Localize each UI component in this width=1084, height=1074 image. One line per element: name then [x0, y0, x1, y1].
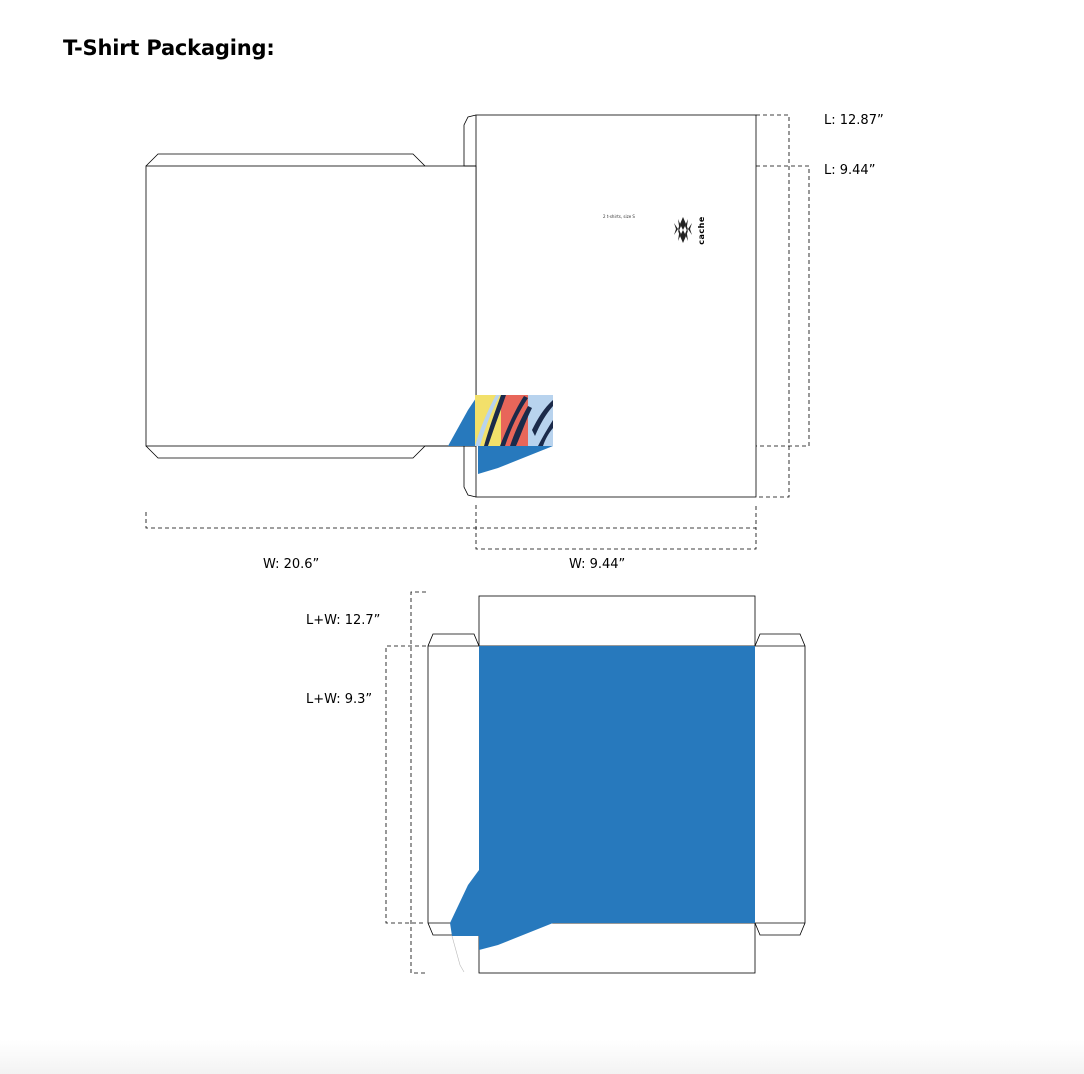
dim-lw-inner: L+W: 9.3” — [306, 692, 373, 707]
bottom-flap — [145, 445, 426, 459]
back-panel — [145, 165, 477, 447]
blue-corner-bottom — [478, 446, 553, 474]
top-panel — [478, 595, 756, 647]
brand-word: cache — [696, 216, 706, 245]
bottom-tuck-tab — [463, 445, 477, 498]
page-title: T-Shirt Packaging: — [63, 36, 275, 60]
dim-width-front: W: 9.44” — [569, 557, 626, 572]
dieline-diagram — [145, 114, 810, 974]
pattern-swatch — [475, 395, 553, 446]
base-blue-panel — [479, 646, 755, 923]
base-blue-corner-bottom — [479, 923, 553, 950]
base-blue-corner-left — [450, 870, 479, 936]
dim-length-outer: L: 12.87” — [824, 113, 884, 128]
top-flap — [145, 153, 426, 167]
bottom-dieline — [427, 595, 806, 974]
bottom-dimension-lines — [385, 591, 426, 974]
top-dimension-lines — [145, 114, 810, 550]
dim-length-inner: L: 9.44” — [824, 163, 876, 178]
page-footer-shade — [0, 1040, 1084, 1074]
right-side-flap — [754, 633, 806, 936]
top-dieline — [145, 114, 757, 498]
panel-small-text: 2 t-shirts, size S — [603, 214, 635, 219]
blue-corner-left — [448, 398, 476, 446]
dim-lw-outer: L+W: 12.7” — [306, 613, 381, 628]
cache-logo-icon — [674, 217, 692, 243]
top-tuck-tab — [463, 114, 477, 167]
dim-width-total: W: 20.6” — [263, 557, 320, 572]
